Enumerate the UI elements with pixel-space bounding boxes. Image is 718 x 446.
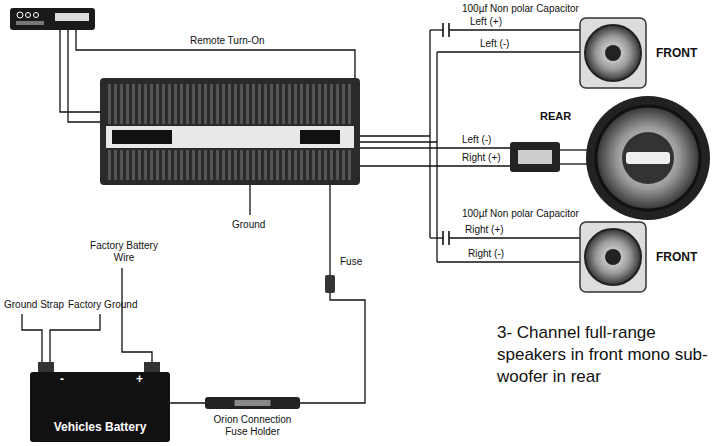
speaker-label: FRONT <box>656 250 697 264</box>
wire-label: Right (+) <box>462 152 501 164</box>
amplifier <box>100 78 360 185</box>
battery-label: Vehicles Battery <box>54 420 147 434</box>
terminal-sign: - <box>60 372 64 386</box>
wire-connector <box>170 402 205 403</box>
wire-label: Ground Strap <box>4 299 64 311</box>
terminal-sign: + <box>136 372 143 386</box>
wire-label: Ground <box>232 219 265 231</box>
caption: 3- Channel full-range speakers in front … <box>497 322 715 388</box>
wire-label: Left (-) <box>462 134 491 146</box>
speaker-label: REAR <box>540 110 571 123</box>
component-label: 100µf Non polar Capacitor <box>462 208 579 220</box>
wire-label: Remote Turn-On <box>190 35 264 47</box>
wire-label: Factory Ground <box>68 299 137 311</box>
wire-label: Right (+) <box>465 224 504 236</box>
component-label: Orion Connection Fuse Holder <box>205 414 300 438</box>
head-unit <box>10 8 95 30</box>
wire-label: Left (-) <box>480 38 509 50</box>
subwoofer <box>586 96 710 220</box>
battery-box: Vehicles Battery <box>30 372 170 442</box>
component-label: 100µf Non polar Capacitor <box>462 3 579 15</box>
capacitor-symbol <box>443 23 449 245</box>
wire-label: Factory Battery Wire <box>88 240 160 264</box>
fuse-holder: Orion Connection Fuse Holder <box>205 396 300 438</box>
battery-terminal <box>38 362 160 372</box>
fuse-symbol <box>325 275 335 293</box>
wire-label: Right (-) <box>468 248 504 260</box>
wire-label: Left (+) <box>470 16 502 28</box>
fuse-holder-symbol <box>205 396 300 410</box>
crossover-box <box>510 142 560 172</box>
speaker-label: FRONT <box>656 46 697 60</box>
wire-label: Fuse <box>340 256 362 268</box>
